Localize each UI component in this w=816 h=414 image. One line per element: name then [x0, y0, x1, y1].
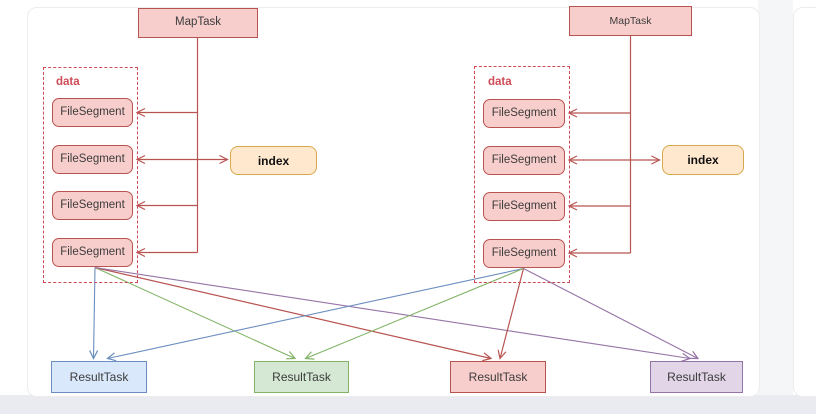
- maptask-label: MapTask: [609, 14, 652, 27]
- resulttask-node-green: ResultTask: [254, 361, 349, 393]
- page-gap-margin: [758, 0, 793, 395]
- filesegment-label: FileSegment: [491, 199, 557, 212]
- filesegment-label: FileSegment: [60, 105, 125, 118]
- shuffle-arrow-right-to-purple: [523, 268, 700, 360]
- data-frame-right: [474, 66, 570, 283]
- resulttask-node-blue: ResultTask: [51, 361, 147, 393]
- resulttask-label: ResultTask: [468, 370, 528, 384]
- shuffle-arrow-right-to-green: [304, 267, 524, 360]
- index-node-right: index: [662, 145, 744, 175]
- shuffle-arrow-right-to-red: [497, 268, 525, 360]
- filesegment-label: FileSegment: [491, 246, 557, 259]
- data-frame-label-left: data: [56, 76, 80, 88]
- resulttask-label: ResultTask: [667, 370, 726, 384]
- data-frame-label-right: data: [488, 76, 512, 88]
- filesegment-node: FileSegment: [52, 98, 133, 127]
- filesegment-node: FileSegment: [483, 99, 565, 128]
- filesegment-node: FileSegment: [483, 239, 565, 268]
- filesegment-label: FileSegment: [60, 245, 125, 258]
- index-label: index: [687, 153, 719, 167]
- filesegment-label: FileSegment: [491, 153, 557, 166]
- filesegment-node: FileSegment: [52, 191, 133, 220]
- maptask-node-right: MapTask: [569, 6, 692, 36]
- filesegment-node: FileSegment: [483, 146, 565, 175]
- shuffle-arrow-right-to-blue: [106, 267, 524, 362]
- data-frame-left: [43, 67, 138, 283]
- filesegment-label: FileSegment: [491, 106, 557, 119]
- maptask-node-left: MapTask: [138, 8, 258, 38]
- resulttask-label: ResultTask: [69, 370, 129, 384]
- filesegment-label: FileSegment: [60, 152, 125, 165]
- adjacent-panel-edge: [793, 7, 816, 397]
- shuffle-arrow-left-to-purple: [94, 266, 692, 362]
- maptask-label: MapTask: [174, 16, 222, 29]
- filesegment-node: FileSegment: [483, 192, 565, 221]
- index-label: index: [257, 153, 290, 168]
- resulttask-node-red: ResultTask: [450, 361, 546, 393]
- page-bottom-margin: [0, 395, 816, 414]
- index-node-left: index: [230, 146, 317, 175]
- diagram-canvas: [27, 7, 760, 397]
- filesegment-node: FileSegment: [52, 145, 133, 174]
- resulttask-label: ResultTask: [272, 370, 331, 384]
- filesegment-label: FileSegment: [60, 198, 125, 211]
- resulttask-node-purple: ResultTask: [650, 361, 743, 393]
- shuffle-arrow-left-to-red: [94, 266, 493, 362]
- filesegment-node: FileSegment: [52, 238, 133, 267]
